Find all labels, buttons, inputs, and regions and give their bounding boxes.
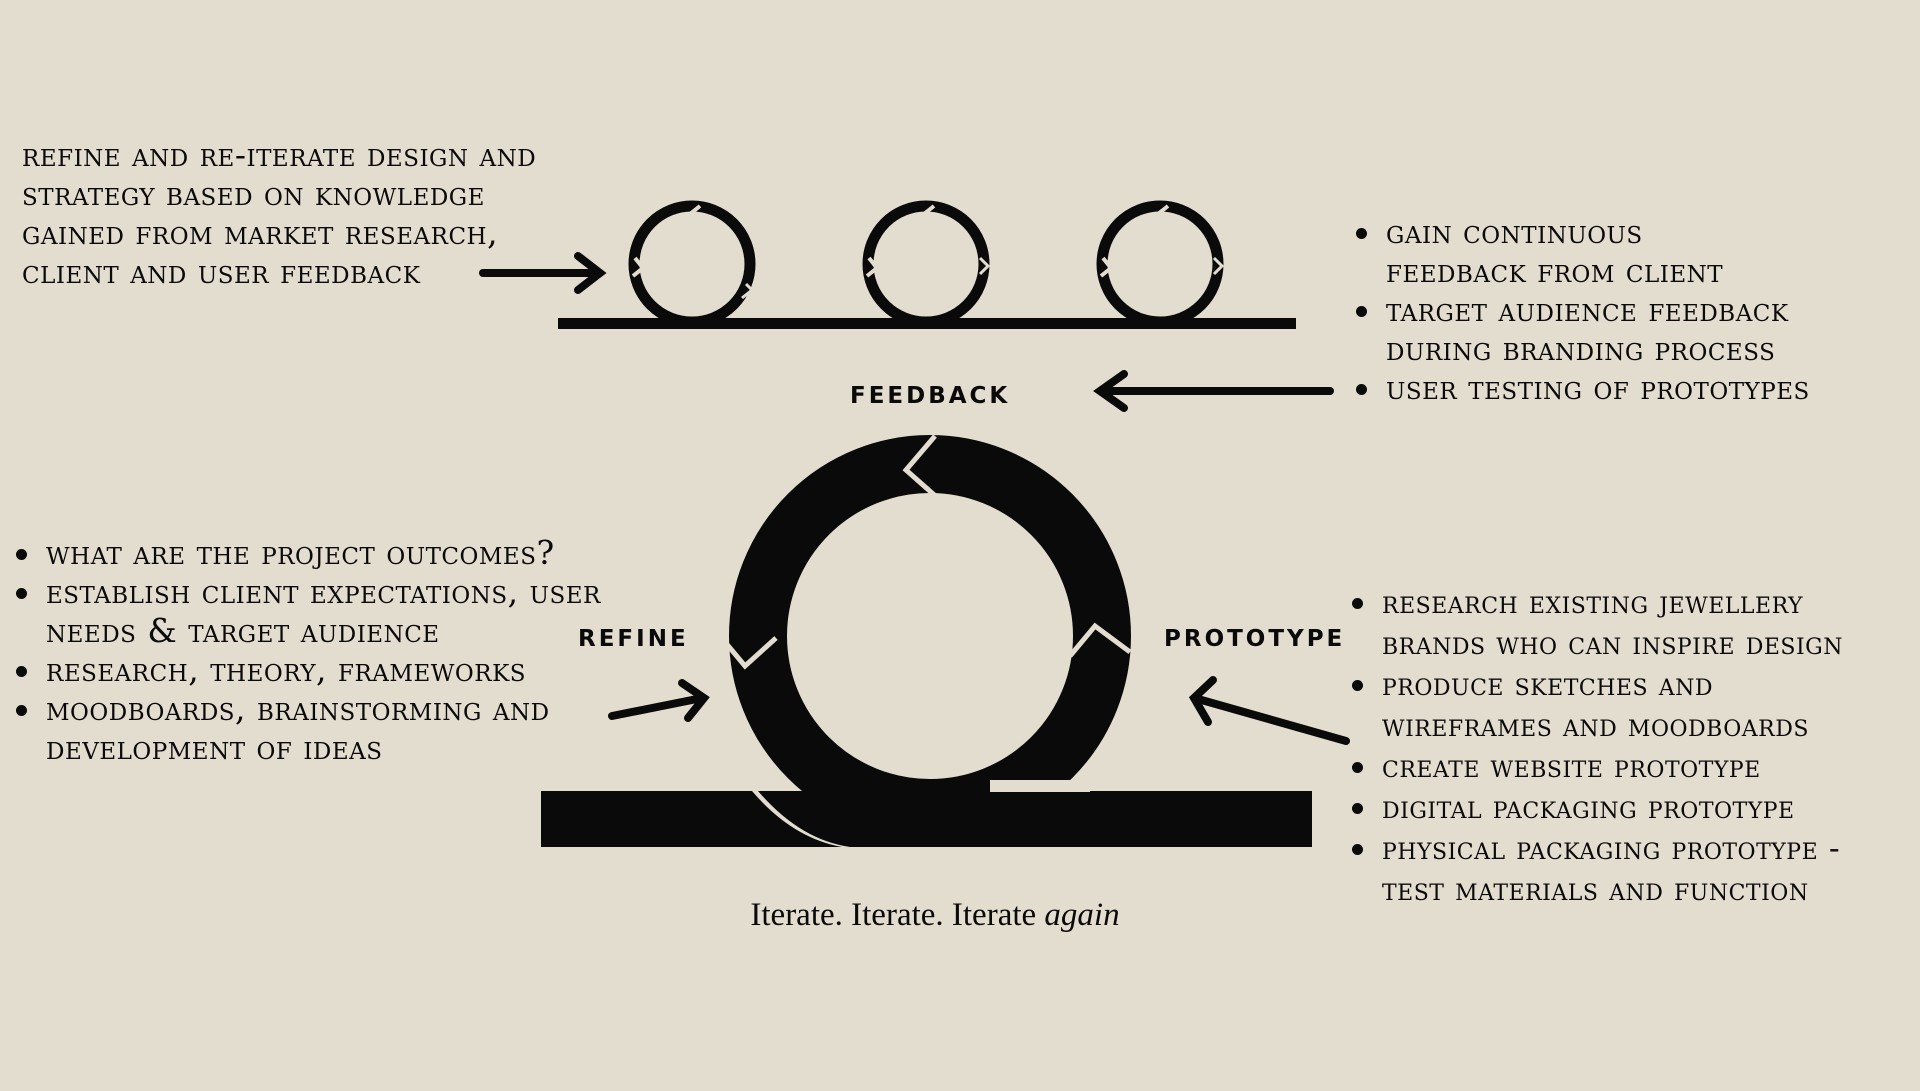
- left-segment-break: [718, 634, 778, 670]
- feedback-label: FEEDBACK: [850, 383, 1011, 409]
- list-item-line: What are the project outcomes?: [46, 533, 555, 572]
- diagram-caption: Iterate. Iterate. Iterate again: [0, 897, 1870, 934]
- list-item-line: brands who can inspire design: [1382, 624, 1843, 662]
- list-item-line: development of ideas: [46, 728, 383, 767]
- list-item-line: test materials and function: [1382, 870, 1809, 908]
- list-item: create website prototype: [1350, 746, 1915, 787]
- note-line: gained from market research,: [22, 213, 499, 252]
- list-item-line: target audience feedback: [1386, 290, 1789, 329]
- list-item-line: moodboards, brainstorming and: [46, 689, 550, 728]
- list-item-line: produce sketches and: [1382, 665, 1713, 703]
- list-item-line: create website prototype: [1382, 747, 1761, 785]
- top-segment-break: [902, 434, 942, 502]
- list-item: research existing jewellery brands who c…: [1350, 582, 1915, 664]
- arrow-left-icon: [1093, 370, 1334, 412]
- list-item: moodboards, brainstorming and developmen…: [14, 689, 654, 767]
- list-item: establish client expectations, user need…: [14, 572, 654, 650]
- list-item-line: physical packaging prototype -: [1382, 829, 1841, 867]
- small-loop-1: [628, 200, 756, 328]
- list-item: Gain continuous feedback from client: [1354, 212, 1914, 290]
- arrow-to-prototype-icon: [1188, 676, 1350, 745]
- note-line: Refine and re-iterate design and: [22, 135, 537, 174]
- list-item: What are the project outcomes?: [14, 533, 654, 572]
- list-item-line: digital packaging prototype: [1382, 788, 1795, 826]
- small-loop-3: [1096, 200, 1225, 328]
- caption-main: Iterate. Iterate. Iterate: [750, 897, 1037, 933]
- list-item-line: research existing jewellery: [1382, 583, 1803, 621]
- list-item: target audience feedback during branding…: [1354, 290, 1914, 368]
- note-line: client and user feedback: [22, 252, 421, 291]
- big-loop-ring: [718, 434, 1132, 837]
- refine-list: What are the project outcomes? establish…: [14, 533, 654, 767]
- arrow-right-icon: [479, 252, 607, 294]
- list-item-line: Gain continuous: [1386, 212, 1643, 251]
- refine-label: REFINE: [578, 626, 689, 652]
- list-item: digital packaging prototype: [1350, 787, 1915, 828]
- list-item-line: during branding process: [1386, 329, 1776, 368]
- refine-strategy-note: Refine and re-iterate design and strateg…: [22, 135, 632, 291]
- list-item: research, theory, frameworks: [14, 650, 654, 689]
- list-item: user testing of prototypes: [1354, 368, 1914, 407]
- note-line: strategy based on knowledge: [22, 174, 485, 213]
- arrow-to-refine-icon: [608, 679, 710, 722]
- list-item-line: establish client expectations, user: [46, 572, 601, 611]
- list-item: produce sketches and wireframes and mood…: [1350, 664, 1915, 746]
- list-item: physical packaging prototype - test mate…: [1350, 828, 1915, 910]
- list-item-line: user testing of prototypes: [1386, 368, 1810, 407]
- right-segment-break: [1068, 622, 1132, 658]
- caption-emphasis: again: [1044, 897, 1120, 933]
- list-item-line: needs & target audience: [46, 611, 440, 650]
- list-item-line: wireframes and moodboards: [1382, 706, 1809, 744]
- list-item-line: research, theory, frameworks: [46, 650, 527, 689]
- prototype-label: PROTOTYPE: [1164, 626, 1346, 652]
- small-loop-2: [862, 200, 991, 328]
- list-item-line: feedback from client: [1386, 251, 1724, 290]
- prototype-list: research existing jewellery brands who c…: [1350, 582, 1915, 910]
- feedback-list: Gain continuous feedback from client tar…: [1354, 212, 1914, 407]
